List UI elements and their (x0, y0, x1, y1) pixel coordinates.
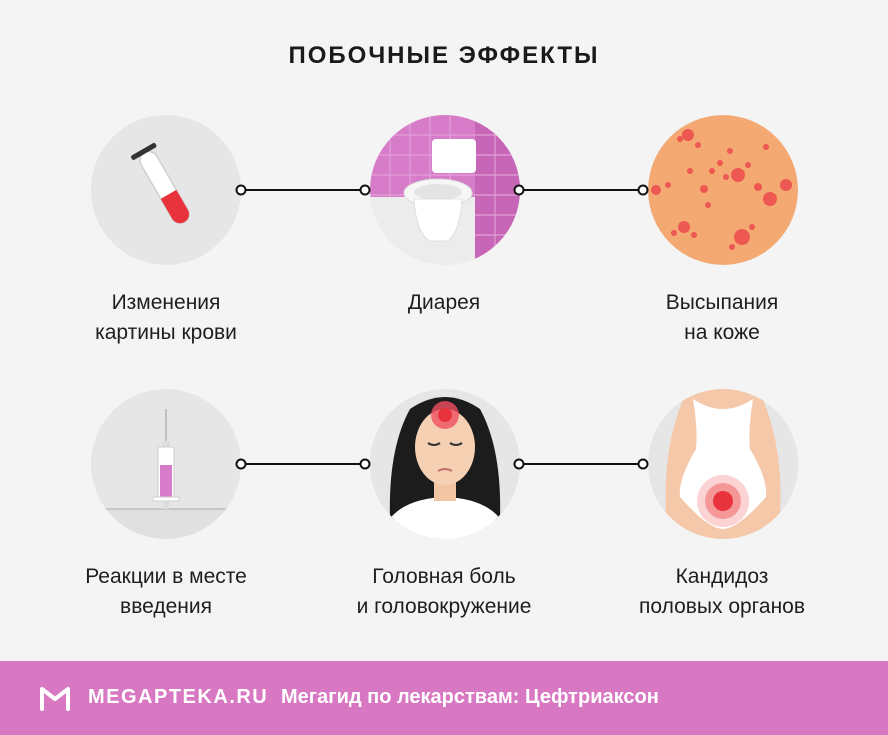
test-tube-icon (91, 115, 241, 265)
connector-line (235, 458, 371, 470)
syringe-icon (91, 389, 241, 539)
skin-rash-icon (648, 115, 798, 265)
footer-caption: Мегагид по лекарствам: Цефтриаксон (281, 686, 659, 708)
genital-candidiasis-icon (648, 389, 798, 539)
brand-name[interactable]: MEGAPTEKA.RU (88, 686, 269, 708)
effect-label-diarrhea: Диарея (407, 291, 481, 314)
connector-line (513, 458, 649, 470)
connector-line (235, 184, 371, 196)
footer-bar: MEGAPTEKA.RU Мегагид по лекарствам: Цефт… (0, 661, 888, 735)
page-title: ПОБОЧНЫЕ ЭФФЕКТЫ (288, 42, 600, 69)
megapteka-logo-icon (38, 683, 72, 713)
connector-line (513, 184, 649, 196)
toilet-icon (370, 115, 520, 265)
headache-woman-icon (370, 389, 520, 539)
